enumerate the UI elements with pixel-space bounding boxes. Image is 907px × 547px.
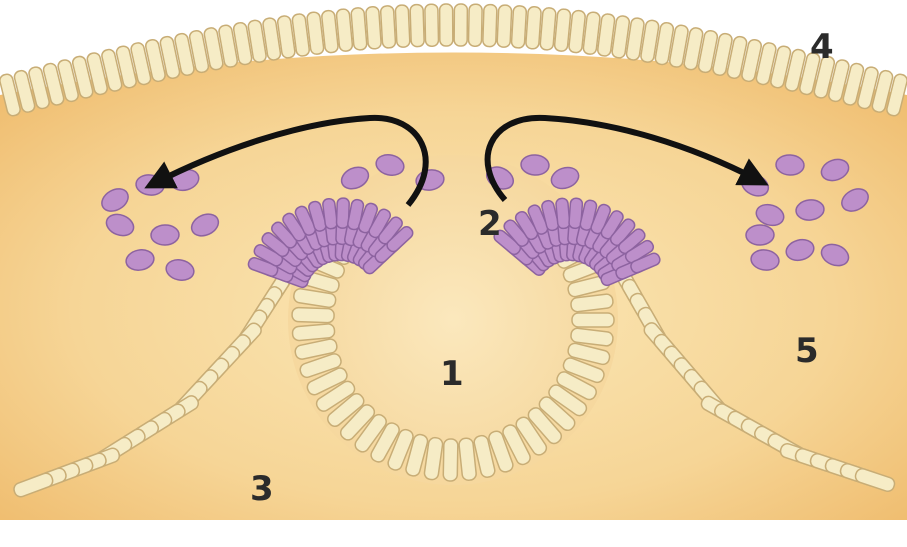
ectoderm-cell <box>380 6 395 49</box>
label-ectoderm: 4 <box>810 27 834 67</box>
ectoderm-cell <box>511 6 526 49</box>
neural-plate-cell <box>292 323 335 341</box>
ectoderm-cell <box>410 4 424 46</box>
ectoderm-cell <box>366 6 382 49</box>
migrating-crest-cell <box>151 225 180 246</box>
ectoderm-cell <box>468 4 482 46</box>
migrating-crest-cell <box>746 225 774 245</box>
neural-plate-cell <box>292 307 334 322</box>
migrating-crest-cell <box>775 154 804 175</box>
ectoderm-cell <box>395 5 410 48</box>
neural-plate-cell <box>443 439 458 481</box>
ectoderm-cell <box>526 6 542 49</box>
ectoderm-cell <box>497 5 512 48</box>
crest-cell <box>556 198 571 229</box>
ectoderm-cell <box>454 4 467 46</box>
neural-plate-cell <box>572 313 614 327</box>
ectoderm-cell <box>483 4 497 46</box>
ectoderm-cell <box>351 7 367 50</box>
label-migrating-cells: 5 <box>795 331 819 371</box>
label-neural-fold: 3 <box>250 469 274 509</box>
ectoderm-cell <box>425 4 439 46</box>
label-neural-crest: 2 <box>478 204 502 244</box>
label-neural-groove: 1 <box>440 354 464 394</box>
ectoderm-cell <box>440 4 453 46</box>
ectoderm-cell <box>540 7 556 50</box>
